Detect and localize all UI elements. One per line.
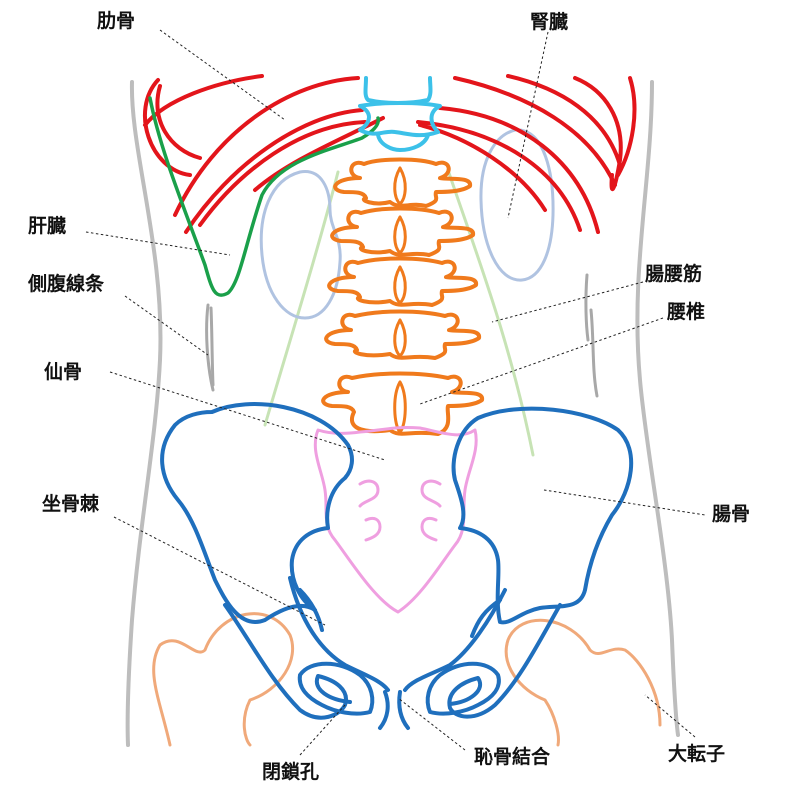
symphysis-left xyxy=(378,690,390,730)
label-lumbar: 腰椎 xyxy=(666,300,705,323)
label-greater-trochanter: 大転子 xyxy=(668,742,725,765)
linea-right-inner xyxy=(584,273,590,342)
label-rib: 肋骨 xyxy=(97,9,135,32)
leader-obturator xyxy=(299,704,346,756)
lumbar-vertebra-2 xyxy=(330,206,475,257)
rib-left-5 xyxy=(198,120,367,227)
ilium-left xyxy=(160,402,354,624)
rib-right-2 xyxy=(506,74,622,167)
label-linea-semilunaris: 側腹線条 xyxy=(27,272,105,295)
obturator-right xyxy=(425,661,501,716)
rib-left-2 xyxy=(173,76,360,217)
lumbar-vertebra-3 xyxy=(327,256,478,307)
sacrum-foramen-r2 xyxy=(420,516,438,542)
rib-right-3 xyxy=(438,106,600,234)
ischial-spine-right xyxy=(470,598,502,638)
kidneys xyxy=(259,128,555,320)
leader-kidney xyxy=(507,31,549,219)
label-kidney: 腎臓 xyxy=(530,11,568,33)
leader-liver xyxy=(85,231,231,256)
lumbar-vertebra-5 xyxy=(321,371,484,436)
leader-sacrum xyxy=(109,371,386,461)
rib-left-4 xyxy=(184,108,364,234)
rib-left-3 xyxy=(143,74,264,127)
label-obturator-foramen: 閉鎖孔 xyxy=(262,760,319,783)
label-sacrum: 仙骨 xyxy=(44,360,82,383)
kidney-left xyxy=(259,170,342,320)
linea-left-inner xyxy=(209,306,215,387)
leader-symphysis xyxy=(397,697,466,751)
thoracic-top xyxy=(363,76,433,105)
thoracic-vertebra xyxy=(358,76,442,152)
lumbar-spinous-process-2 xyxy=(393,215,407,255)
body-outline-left xyxy=(125,80,163,747)
kidney-right xyxy=(479,128,555,282)
sacrum-foramen-r1 xyxy=(420,479,442,508)
label-ilium: 腸骨 xyxy=(712,503,750,525)
label-pubic-symphysis: 恥骨結合 xyxy=(474,745,551,768)
lumbar-spinous-process-5 xyxy=(393,380,407,434)
linea-semilunaris xyxy=(205,273,599,398)
leader-trochanter xyxy=(644,694,696,738)
rib-right-6 xyxy=(573,76,623,191)
rib-right-1 xyxy=(453,76,617,187)
label-ischial-spine: 坐骨棘 xyxy=(42,493,100,515)
lumbar-vertebra-1 xyxy=(333,157,472,208)
pubis-right xyxy=(403,588,507,692)
lumbar-spine xyxy=(321,157,484,436)
linea-left xyxy=(205,303,215,392)
symphysis-right xyxy=(397,690,410,730)
liver xyxy=(148,96,381,297)
sacrum-foramen-l1 xyxy=(358,479,380,508)
rib-left-1 xyxy=(142,78,192,177)
sacrum-foramen-l2 xyxy=(364,516,382,542)
labels: 肋骨 腎臓 肝臓 側腹線条 腸腰筋 腰椎 仙骨 坐骨棘 腸骨 閉鎖孔 恥骨結合 … xyxy=(27,9,750,783)
leader-psoas xyxy=(491,281,644,323)
lumbar-spinous-process-4 xyxy=(393,318,407,358)
pelvis xyxy=(160,402,634,730)
body-outline-right xyxy=(635,80,680,737)
thoracic-body xyxy=(358,101,442,138)
leader-ilium xyxy=(543,489,706,516)
label-psoas: 腸腰筋 xyxy=(645,262,702,285)
label-liver: 肝臓 xyxy=(28,215,66,237)
rib-left-7 xyxy=(155,84,202,160)
lumbar-spinous-process-1 xyxy=(393,166,407,206)
lumbar-vertebra-4 xyxy=(324,309,481,360)
rib-right-4 xyxy=(416,120,582,232)
sacrum-outline xyxy=(313,426,478,614)
pubis-left xyxy=(288,576,390,692)
leader-rib xyxy=(159,29,286,121)
psoas-right xyxy=(446,168,535,457)
sacrum xyxy=(313,426,478,614)
femur-left xyxy=(152,612,295,747)
ischium-left xyxy=(223,603,352,720)
rib-right-7 xyxy=(616,76,637,177)
femur-right xyxy=(504,618,662,747)
linea-right xyxy=(589,308,599,398)
ilium-right xyxy=(451,406,634,625)
lumbar-spinous-process-3 xyxy=(393,265,407,305)
obturator-left xyxy=(297,661,375,716)
body-outline xyxy=(125,80,680,747)
thoracic-base xyxy=(376,133,430,152)
ischium-right xyxy=(447,603,562,719)
leader-linea xyxy=(124,295,209,356)
leader-lines xyxy=(85,29,706,756)
ischial-spine-left xyxy=(298,588,324,632)
